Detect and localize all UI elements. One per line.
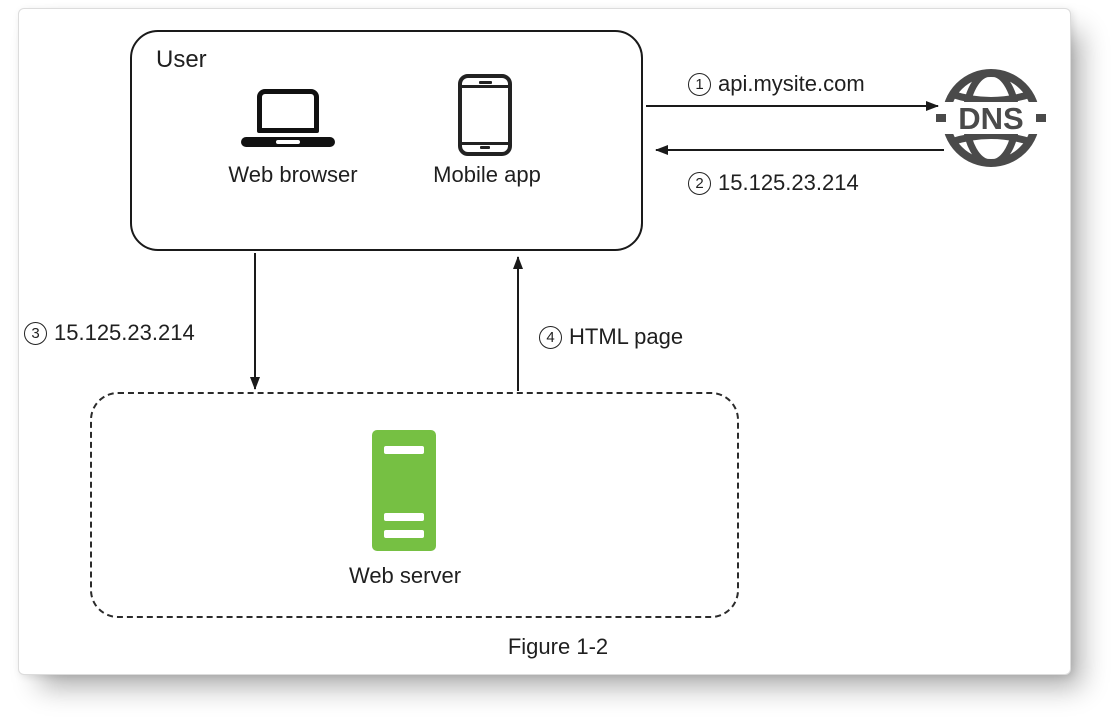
phone-home-band [462,142,508,152]
dns-text-band [938,102,1044,134]
step1-text: api.mysite.com [718,71,865,96]
globe-latitude-top [949,90,1033,104]
dns-label: DNS [958,101,1023,136]
step2-text: 15.125.23.214 [718,170,859,195]
mobile-app-label: Mobile app [433,162,541,187]
web-server-label: Web server [348,563,462,588]
server-slot-bar [384,530,424,538]
step1-label: 1 api.mysite.com [688,71,865,97]
step3-text: 15.125.23.214 [54,320,195,345]
step2-circled-number: 2 [688,171,711,195]
server-slot-bar [384,513,424,521]
web-browser-label: Web browser [228,162,358,187]
figure-caption: Figure 1-2 [507,634,609,659]
user-box-title: User [156,46,207,73]
web-browser-laptop-icon [241,89,335,147]
mobile-app-phone-icon [458,74,512,156]
globe-latitude-bottom [949,132,1033,146]
laptop-notch [276,140,300,144]
phone-speaker-icon [479,81,492,84]
dns-globe-icon: DNS [936,69,1046,167]
step4-text: HTML page [569,324,684,349]
laptop-screen [257,89,319,133]
step3-circled-number: 3 [24,321,47,345]
phone-speaker-band [462,78,508,88]
step3-label: 3 15.125.23.214 [24,320,195,346]
user-box [130,30,643,251]
phone-home-button-icon [480,146,490,149]
step2-label: 2 15.125.23.214 [688,170,859,196]
web-server-box [90,392,739,618]
server-slot-bar [384,446,424,454]
step1-circled-number: 1 [688,72,711,96]
web-server-icon [372,430,436,551]
step4-circled-number: 4 [539,325,562,349]
step4-label: 4 HTML page [539,324,683,350]
